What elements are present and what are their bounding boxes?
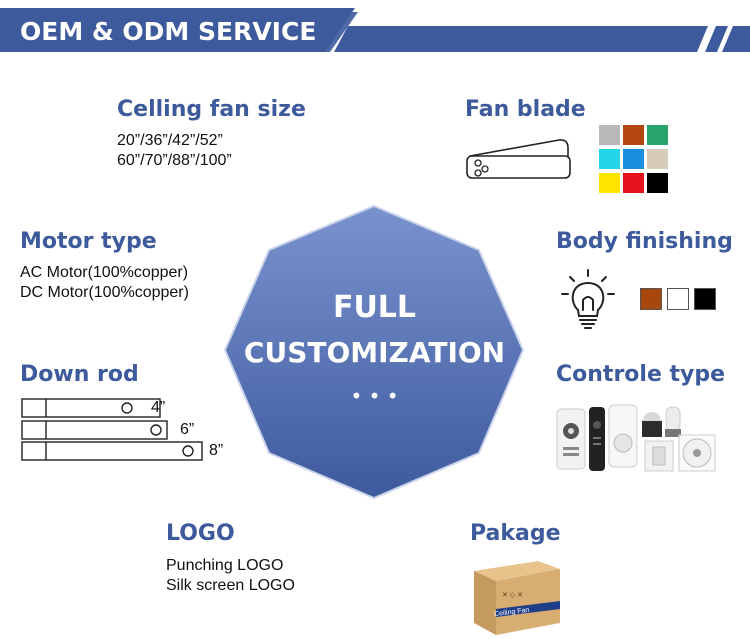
package-heading: Pakage (470, 521, 561, 546)
blade-color-swatch (647, 173, 668, 193)
blade-color-swatch (623, 125, 644, 145)
blade-color-swatches (599, 125, 669, 195)
blade-color-swatch (647, 149, 668, 169)
blade-color-swatch (599, 149, 620, 169)
banner-title: OEM & ODM SERVICE (20, 17, 317, 46)
rod-label-4: 4” (151, 399, 166, 416)
size-heading: Celling fan size (117, 97, 306, 122)
body-color-swatch (667, 288, 689, 310)
center-octagon (223, 204, 525, 500)
center-title-line2: CUSTOMIZATION (243, 336, 506, 369)
svg-text:✕ ◇ ✕: ✕ ◇ ✕ (502, 592, 523, 599)
remote-controls-image (556, 404, 716, 472)
body-color-swatch (694, 288, 716, 310)
size-line1: 20”/36”/42”/52” (117, 132, 223, 149)
blade-color-swatch (647, 125, 668, 145)
rod-label-8: 8” (209, 442, 224, 459)
motor-line2: DC Motor(100%copper) (20, 284, 189, 301)
center-dots: • • • (350, 384, 399, 408)
logo-line2: Silk screen LOGO (166, 577, 295, 594)
blade-heading: Fan blade (465, 97, 586, 122)
body-heading: Body finishing (556, 229, 733, 254)
logo-line1: Punching LOGO (166, 557, 284, 574)
blade-color-swatch (623, 173, 644, 193)
control-heading: Controle type (556, 362, 726, 387)
size-line2: 60”/70”/88”/100” (117, 152, 232, 169)
blade-color-swatch (599, 173, 620, 193)
rod-label-6: 6” (180, 421, 195, 438)
logo-heading: LOGO (166, 521, 235, 546)
banner-background (0, 8, 750, 52)
package-box-image: ✕ ◇ ✕ (474, 561, 560, 635)
body-color-swatches (640, 288, 720, 312)
rod-heading: Down rod (20, 362, 139, 387)
body-color-swatch (640, 288, 662, 310)
motor-heading: Motor type (20, 229, 157, 254)
blade-color-swatch (599, 125, 620, 145)
motor-line1: AC Motor(100%copper) (20, 264, 189, 281)
lightbulb-icon (561, 269, 615, 329)
blade-color-swatch (623, 149, 644, 169)
down-rod-icons (21, 398, 203, 461)
fan-blade-icon (466, 139, 571, 179)
center-title-line1: FULL (332, 290, 417, 325)
